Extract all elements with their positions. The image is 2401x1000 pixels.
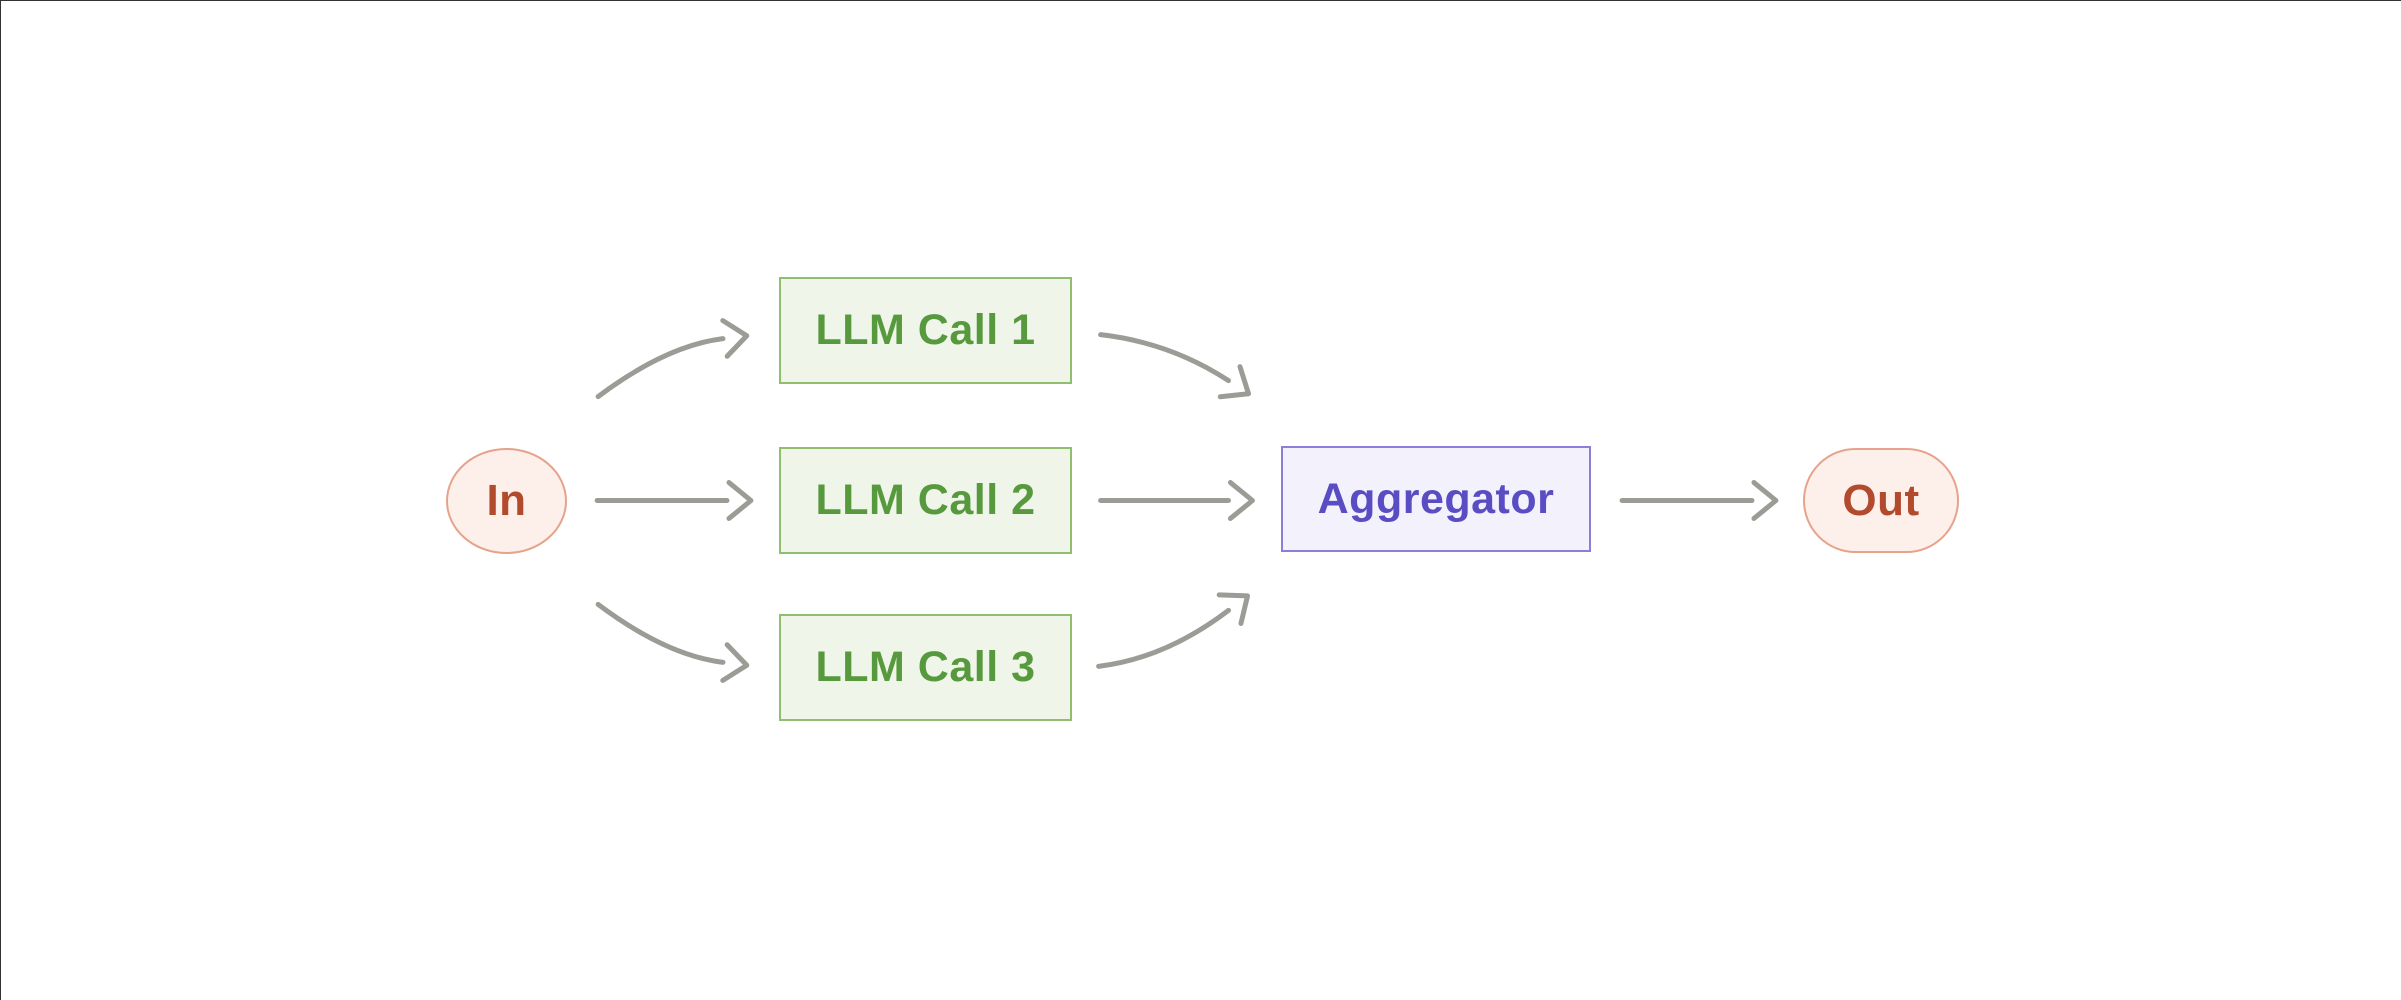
node-aggregator: Aggregator [1281,446,1591,552]
arrow-llm3-to-aggregator-icon [1096,592,1251,669]
arrow-llm1-to-aggregator-icon [1098,332,1252,400]
node-in: In [446,448,567,554]
node-in-label: In [486,476,527,525]
node-llm-call-1: LLM Call 1 [779,277,1072,384]
node-aggregator-label: Aggregator [1317,474,1555,523]
node-llm-call-3-label: LLM Call 3 [815,643,1036,691]
arrow-in-to-llm3-icon [595,601,750,683]
node-out-label: Out [1842,475,1920,525]
node-llm-call-2: LLM Call 2 [779,447,1072,554]
node-out: Out [1803,448,1959,553]
node-llm-call-1-label: LLM Call 1 [815,306,1036,354]
arrow-in-to-llm1-icon [595,318,750,400]
node-llm-call-2-label: LLM Call 2 [815,476,1036,524]
node-llm-call-3: LLM Call 3 [779,614,1072,721]
